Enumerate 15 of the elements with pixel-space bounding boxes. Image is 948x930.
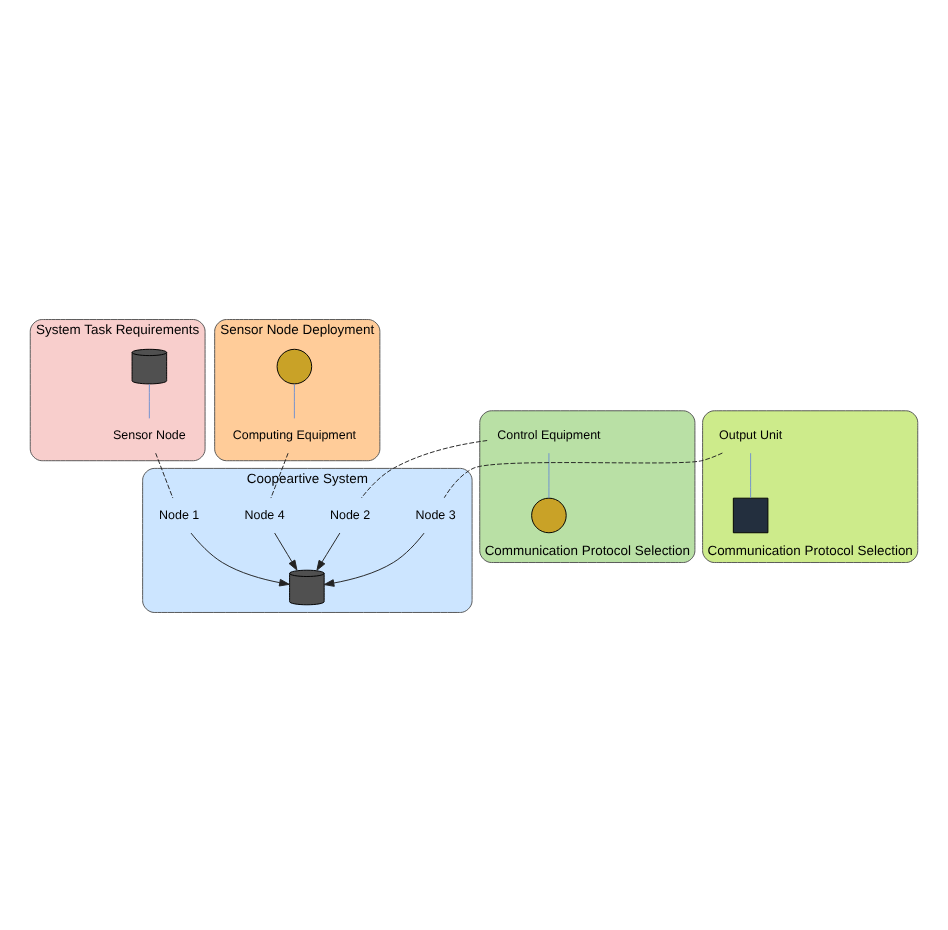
arrow xyxy=(323,531,425,586)
connector xyxy=(750,451,752,498)
connector xyxy=(548,451,550,498)
arrow xyxy=(316,531,341,570)
node-circle xyxy=(531,496,567,533)
arrow xyxy=(274,531,298,570)
arrow xyxy=(190,531,290,586)
connector xyxy=(360,439,488,498)
connector xyxy=(443,451,723,498)
node-circle xyxy=(276,347,313,384)
connector xyxy=(148,382,150,418)
connector xyxy=(270,451,289,498)
node-box xyxy=(732,496,769,533)
connector xyxy=(155,451,174,498)
connector xyxy=(293,382,295,418)
